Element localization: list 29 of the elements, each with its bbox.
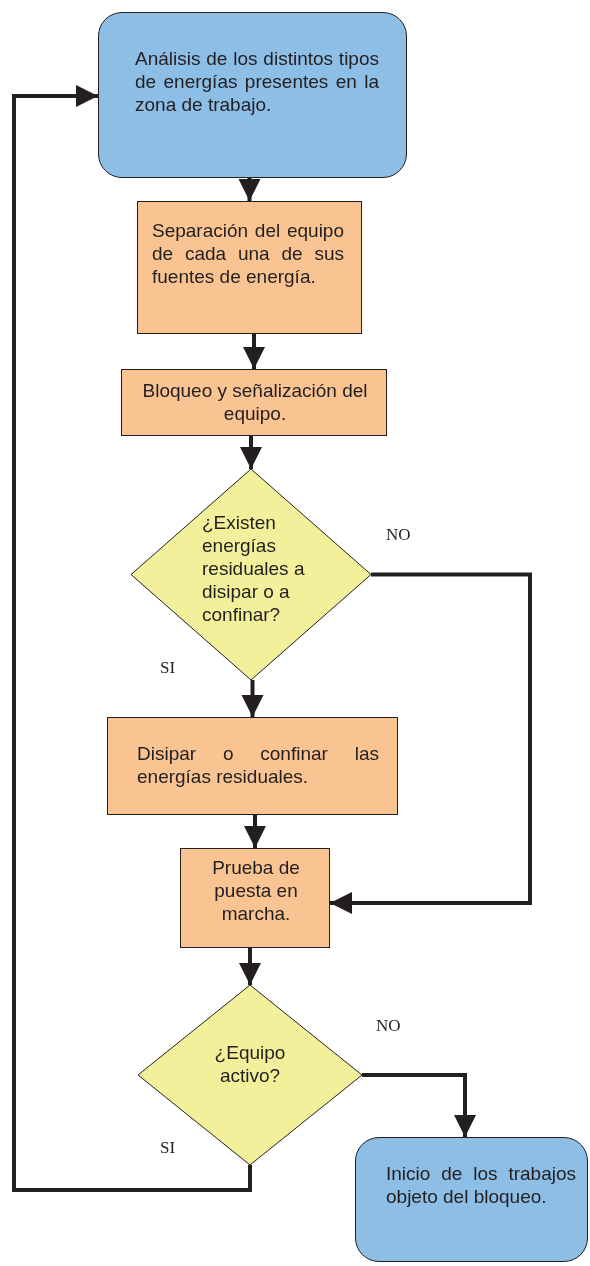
process-box xyxy=(107,717,398,815)
arrow xyxy=(239,948,261,985)
terminal-box xyxy=(355,1137,588,1262)
decision-diamond xyxy=(138,985,362,1165)
decision-diamond xyxy=(131,469,371,680)
node-text: ¿Equipo activo? xyxy=(213,1041,287,1087)
node-text: Análisis de los distintos tipos de energías presentes en la zona de trabajo. xyxy=(135,47,379,116)
node-text: Prueba de puesta en marcha. xyxy=(211,856,301,925)
arrow xyxy=(243,334,265,369)
arrow xyxy=(238,178,261,201)
edge-label: NO xyxy=(386,525,411,545)
process-box xyxy=(137,201,362,334)
edge-label: SI xyxy=(160,658,176,678)
process-box xyxy=(180,848,330,948)
arrow xyxy=(12,85,252,1192)
arrow xyxy=(240,436,262,469)
arrow xyxy=(330,572,532,914)
node-text: ¿Existen energías residuales a disipar o a confinar? xyxy=(202,511,306,626)
arrow xyxy=(244,815,266,848)
process-box xyxy=(121,369,387,436)
node-text: Disipar o confinar las energías residuales. xyxy=(137,742,379,788)
node-text: Inicio de los trabajos objeto del bloqueo. xyxy=(386,1162,576,1208)
edge-label: NO xyxy=(376,1016,401,1036)
node-text: Separación del equipo de cada una de sus fuentes de energía. xyxy=(152,219,344,288)
node-text: Bloqueo y señalización del equipo. xyxy=(141,379,369,425)
arrow xyxy=(362,1073,476,1137)
terminal-box xyxy=(98,12,407,178)
edge-label: SI xyxy=(160,1138,176,1158)
arrow xyxy=(241,680,264,717)
